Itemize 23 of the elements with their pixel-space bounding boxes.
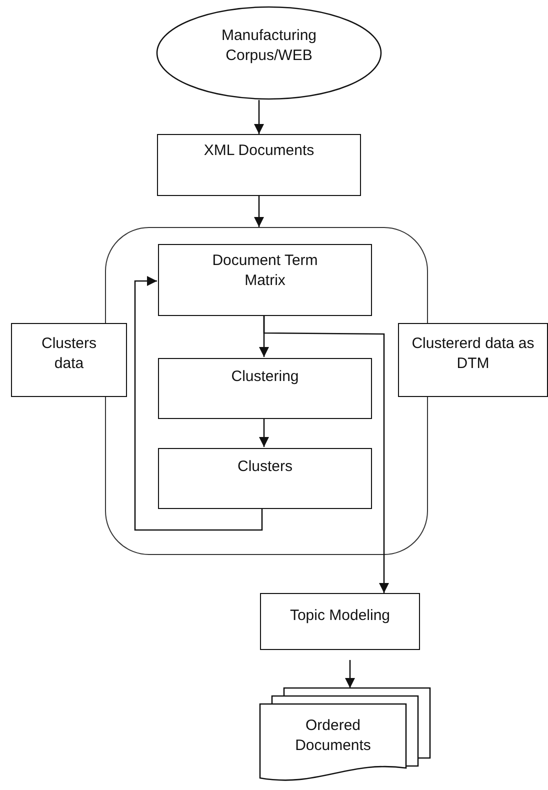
node-label: Clusters bbox=[236, 457, 294, 476]
process-box bbox=[260, 593, 420, 650]
node-label: Topic Modeling bbox=[288, 606, 392, 626]
arrow bbox=[134, 276, 263, 531]
node-label: Manufacturing Corpus/WEB bbox=[220, 26, 318, 65]
process-box bbox=[398, 323, 548, 397]
process-box bbox=[157, 134, 361, 196]
node-label: Clustering bbox=[230, 367, 300, 386]
node-label: Document Term Matrix bbox=[211, 251, 319, 290]
process-box bbox=[158, 244, 372, 316]
node-label: Clusters data bbox=[40, 334, 98, 373]
arrow bbox=[259, 418, 269, 447]
node-label: XML Documents bbox=[202, 141, 316, 160]
source-ellipse bbox=[156, 6, 382, 100]
process-box bbox=[11, 323, 127, 397]
process-box bbox=[158, 358, 372, 419]
arrow bbox=[345, 660, 355, 688]
node-label: Clustererd data as DTM bbox=[410, 334, 536, 373]
arrow bbox=[254, 100, 264, 134]
arrow bbox=[254, 196, 264, 227]
arrow bbox=[263, 315, 389, 593]
node-label: Ordered Documents bbox=[294, 716, 372, 755]
process-box bbox=[158, 448, 372, 509]
